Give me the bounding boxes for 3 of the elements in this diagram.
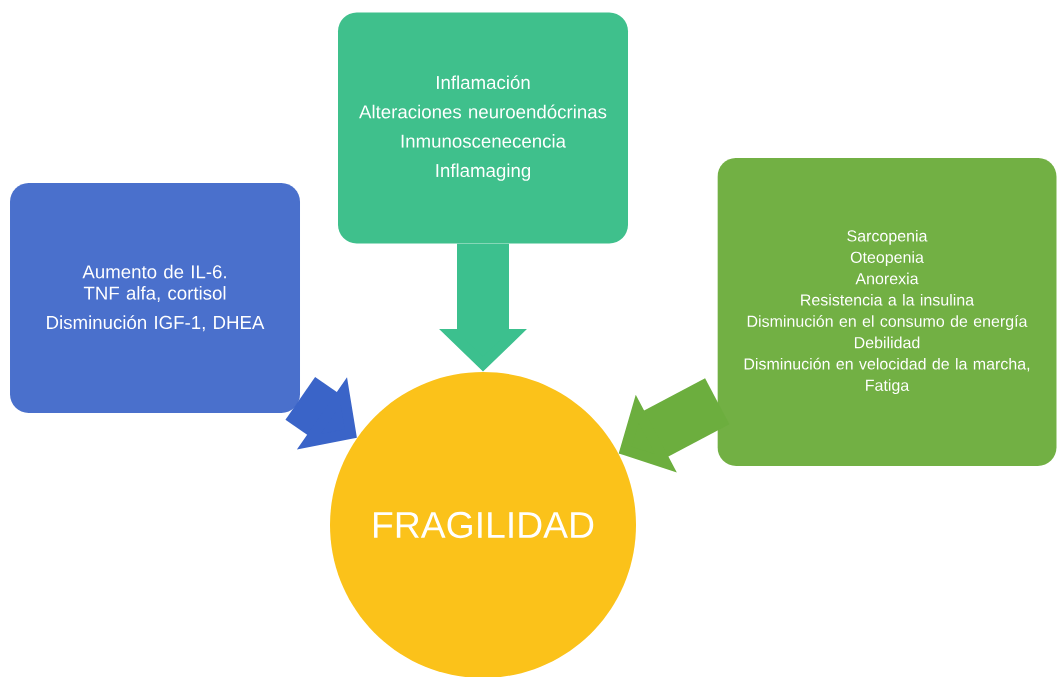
text-box: Inflamación Alteraciones neuroendócrinas Inmunoscenecencia Inflamaging [338,12,628,244]
text-box: Aumento de IL-6. TNF alfa, cortisol Disminución IGF-1, DHEA [10,183,300,413]
text-box: Sarcopenia Oteopenia Anorexia Resistencia a la insulina Disminución en el consumo de energía Debilidad Disminución en velocidad de la marcha, Fatiga [717,158,1057,466]
